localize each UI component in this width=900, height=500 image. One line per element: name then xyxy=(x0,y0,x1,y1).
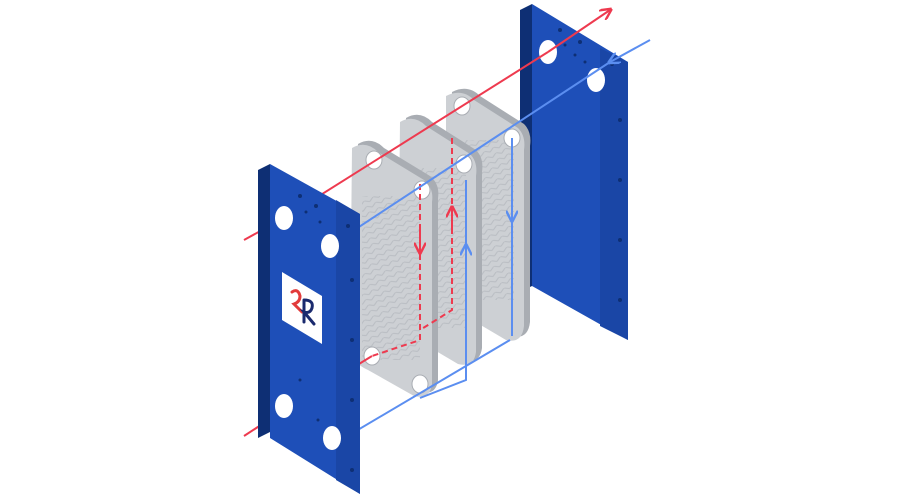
hot-outlet-arrow xyxy=(547,10,610,53)
port-hole xyxy=(275,206,293,230)
logo-mark-blue xyxy=(299,298,316,326)
plate-port xyxy=(365,150,383,170)
brand-logo xyxy=(282,272,322,344)
port-hole xyxy=(275,394,293,418)
frame-side-edge xyxy=(258,164,270,438)
port-hole xyxy=(323,426,341,450)
hot-channel-2 xyxy=(419,138,453,331)
cold-upper-header xyxy=(329,61,611,247)
port-hole xyxy=(321,234,339,258)
movable-pressure-plate xyxy=(520,4,628,340)
frame-front-edge xyxy=(600,48,628,340)
cold-lower-header xyxy=(333,339,511,445)
bolt-holes xyxy=(298,194,354,472)
cold-inlet-arrow xyxy=(610,39,651,62)
heat-transfer-plate xyxy=(350,140,439,397)
logo-background xyxy=(282,272,322,344)
frame-front-edge xyxy=(336,200,360,494)
logo-mark-red xyxy=(290,289,304,314)
hot-upper-header xyxy=(283,51,549,219)
fixed-pressure-plate xyxy=(258,164,360,494)
plate-ridges xyxy=(362,196,420,360)
